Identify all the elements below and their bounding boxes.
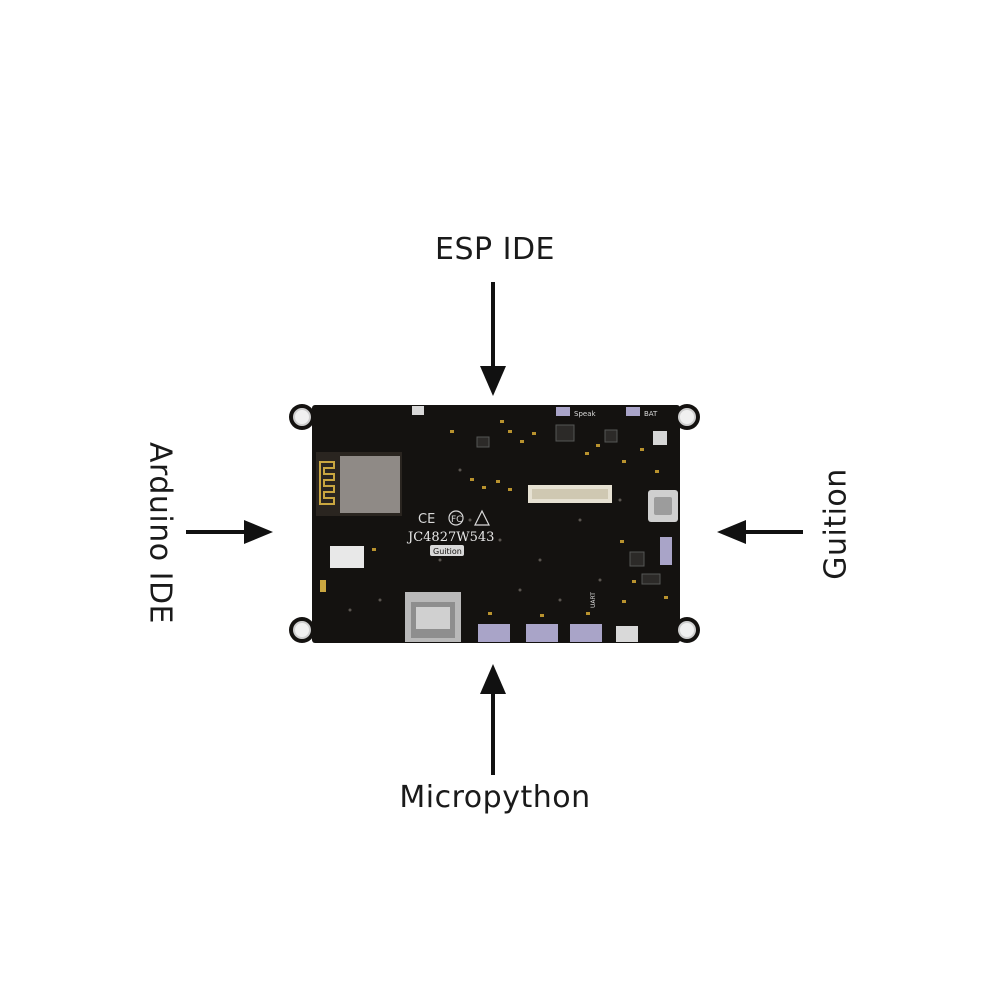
- arrow-up-icon: [480, 664, 506, 775]
- board-model: JC4827W543: [406, 530, 494, 545]
- pcb-board: CE FC JC4827W543 Guition Speak BAT UART: [289, 404, 700, 643]
- mounting-hole-icon: [293, 408, 696, 639]
- board-logo: Guition: [433, 547, 462, 556]
- arrow-left-icon: [717, 520, 803, 544]
- switch-icon: [412, 406, 424, 415]
- bat-label: BAT: [644, 410, 658, 418]
- arrow-right-icon: [186, 520, 273, 544]
- speak-label: Speak: [574, 410, 596, 418]
- side-connector: [660, 537, 672, 565]
- esp-ide-label: ESP IDE: [434, 232, 556, 267]
- certification-marks: CE FC: [418, 509, 490, 527]
- sd-card-slot: [405, 592, 461, 642]
- arrow-down-icon: [480, 282, 506, 396]
- esp-module: [316, 452, 402, 516]
- bottom-connectors: [478, 624, 638, 642]
- ce-mark: CE: [418, 512, 435, 527]
- uart-label: UART: [590, 592, 597, 608]
- micropython-label: Micropython: [399, 780, 591, 815]
- display-connector: [330, 546, 364, 568]
- fc-mark: FC: [451, 515, 462, 525]
